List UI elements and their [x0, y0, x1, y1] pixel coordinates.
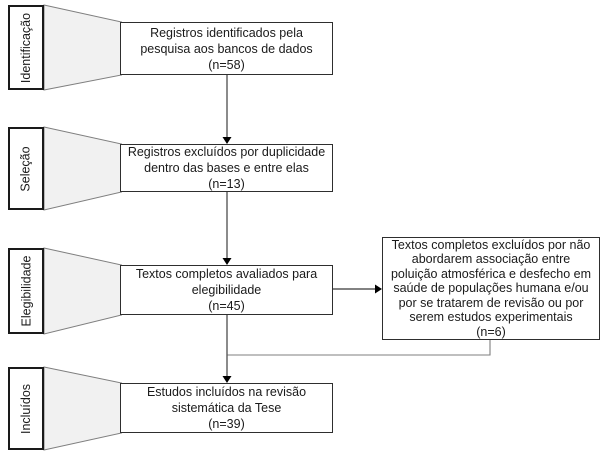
stage-label-included: Incluídos: [8, 367, 44, 450]
stage-label-selection-text: Seleção: [19, 145, 33, 192]
box-studies-included-text: Estudos incluídos na revisão sistemática…: [146, 385, 307, 431]
arrowhead-down-2-icon: [222, 258, 232, 265]
stage-label-identification-text: Identificação: [19, 12, 33, 83]
box-fulltext-assessed: Textos completos avaliados para elegibil…: [120, 265, 333, 315]
funnel-eligibility: [43, 247, 122, 335]
funnel-included: [43, 366, 122, 451]
arrowhead-down-1-icon: [222, 137, 232, 144]
box-fulltext-assessed-text: Textos completos avaliados para elegibil…: [135, 267, 318, 313]
stage-label-eligibility: Elegibilidade: [8, 248, 44, 334]
box-studies-included: Estudos incluídos na revisão sistemática…: [120, 383, 333, 433]
box-fulltext-excluded: Textos completos excluídos por não abord…: [382, 237, 600, 340]
box-fulltext-excluded-text: Textos completos excluídos por não abord…: [390, 237, 592, 339]
stage-label-included-text: Incluídos: [19, 383, 33, 434]
box-records-identified-text: Registros identificados pela pesquisa ao…: [140, 25, 313, 72]
arrowhead-right-icon: [375, 284, 382, 294]
excluded-merge-connector: [227, 340, 491, 356]
arrowhead-down-3-icon: [222, 376, 232, 383]
box-duplicates-excluded: Registros excluídos por duplicidade dent…: [120, 144, 333, 192]
stage-label-selection: Seleção: [8, 127, 44, 210]
box-duplicates-excluded-text: Registros excluídos por duplicidade dent…: [127, 145, 326, 191]
stage-label-identification: Identificação: [8, 5, 44, 90]
box-records-identified: Registros identificados pela pesquisa ao…: [120, 22, 333, 75]
stage-label-eligibility-text: Elegibilidade: [19, 255, 34, 327]
funnel-identification: [43, 4, 122, 91]
funnel-selection: [43, 126, 122, 211]
